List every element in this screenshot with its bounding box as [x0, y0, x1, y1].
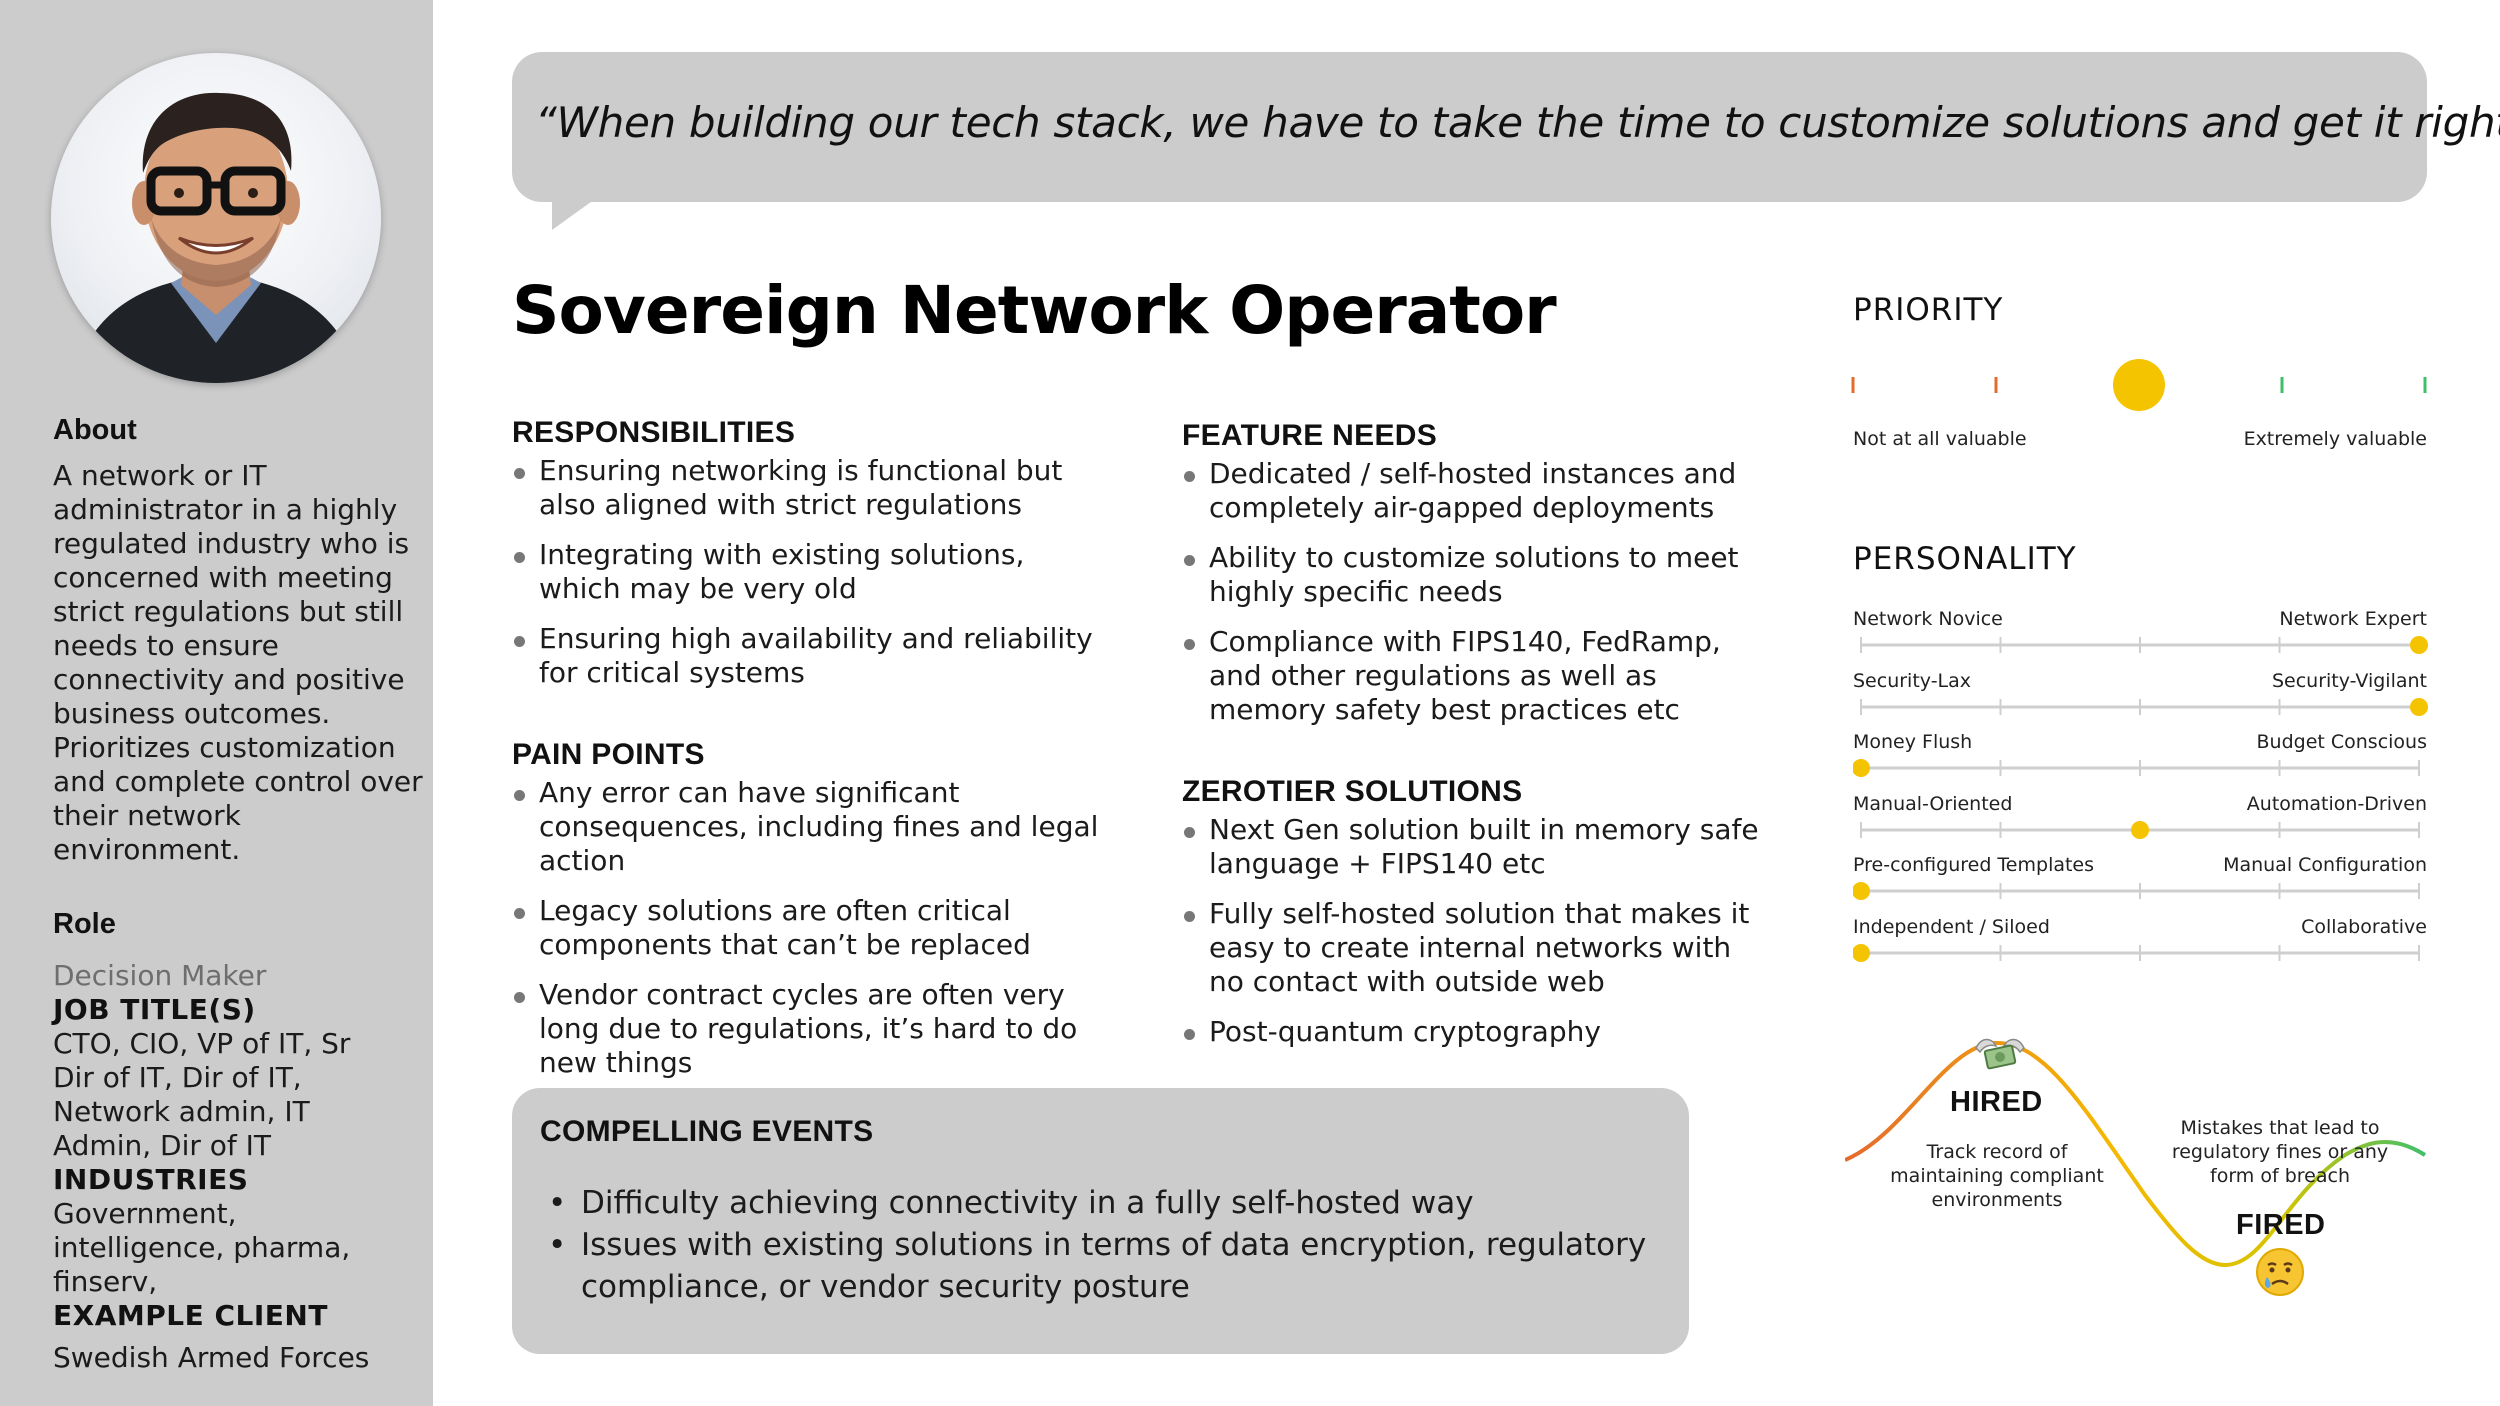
job-titles-label: JOB TITLE(S)	[53, 993, 256, 1026]
slider-track	[1860, 820, 2420, 839]
slider-marker	[2131, 820, 2149, 839]
personality-slider: Pre-configured Templates Manual Configura…	[1853, 854, 2427, 904]
fired-text: Mistakes that lead to regulatory fines o…	[2171, 1117, 2389, 1187]
slider-right-label: Security-Vigilant	[2271, 669, 2427, 692]
hired-label: HIRED	[1950, 1086, 2043, 1118]
about-section: About A network or IT administrator in a…	[53, 414, 423, 867]
slider-track	[1860, 697, 2428, 716]
quote-bubble	[512, 52, 2427, 202]
money-wings-icon	[1975, 1038, 2025, 1070]
list-item: Post-quantum cryptography	[1182, 1015, 1772, 1049]
list-item: Dedicated / self-hosted instances and co…	[1182, 457, 1772, 525]
industries-value: Government, intelligence, pharma, finser…	[53, 1197, 351, 1298]
list-item: Difficulty achieving connectivity in a f…	[548, 1182, 1658, 1224]
priority-right-label: Extremely valuable	[2243, 428, 2427, 450]
slider-marker	[2410, 636, 2428, 654]
responsibilities-section: RESPONSIBILITIES Ensuring networking is …	[512, 416, 1102, 706]
slider-marker	[2410, 697, 2428, 716]
list-item: Next Gen solution built in memory safe l…	[1182, 813, 1772, 881]
hired-fired-curve	[1845, 1040, 2427, 1268]
zerotier-solutions-section: ZEROTIER SOLUTIONS Next Gen solution bui…	[1182, 775, 1772, 1065]
personality-slider: Network Novice Network Expert	[1853, 608, 2428, 658]
slider-left-label: Network Novice	[1853, 608, 2003, 630]
slider-right-label: Budget Conscious	[2256, 731, 2428, 753]
about-heading: About	[53, 414, 137, 446]
list-item: Fully self-hosted solution that makes it…	[1182, 897, 1772, 999]
role-heading: Role	[53, 908, 116, 940]
slider-track	[1853, 759, 2420, 777]
persona-quote: “When building our tech stack, we have t…	[535, 98, 2500, 147]
list-item: Vendor contract cycles are often very lo…	[512, 978, 1102, 1080]
role-value: Decision Maker	[53, 959, 267, 992]
pain-points-list: Any error can have significant consequen…	[512, 776, 1102, 1080]
list-item: Ensuring high availability and reliabili…	[512, 622, 1102, 690]
role-section: Role Decision Maker JOB TITLE(S) CTO, CI…	[53, 908, 423, 1375]
priority-scale	[1851, 359, 2427, 411]
slider-left-label: Manual-Oriented	[1853, 792, 2013, 815]
priority-marker	[2113, 359, 2165, 411]
industries-label: INDUSTRIES	[53, 1163, 249, 1196]
list-item: Ensuring networking is functional but al…	[512, 454, 1102, 522]
personality-slider: Independent / Siloed Collaborative	[1853, 916, 2427, 966]
pain-points-heading: PAIN POINTS	[512, 738, 705, 771]
pain-points-section: PAIN POINTS Any error can have significa…	[512, 738, 1102, 1096]
job-titles-value: CTO, CIO, VP of IT, Sr Dir of IT, Dir of…	[53, 1027, 351, 1162]
feature-needs-heading: FEATURE NEEDS	[1182, 419, 1438, 452]
slider-left-label: Money Flush	[1853, 731, 1973, 753]
slider-left-label: Security-Lax	[1853, 669, 1972, 692]
list-item: Any error can have significant consequen…	[512, 776, 1102, 878]
list-item: Legacy solutions are often critical comp…	[512, 894, 1102, 962]
responsibilities-list: Ensuring networking is functional but al…	[512, 454, 1102, 690]
slider-marker	[1853, 759, 1870, 777]
slider-right-label: Network Expert	[2279, 608, 2427, 630]
slider-marker	[1853, 882, 1870, 900]
example-client-value: Swedish Armed Forces	[53, 1341, 370, 1374]
feature-needs-section: FEATURE NEEDS Dedicated / self-hosted in…	[1182, 419, 1772, 743]
hired-text: Track record of maintaining compliant en…	[1890, 1141, 2104, 1211]
slider-track	[1853, 943, 2420, 962]
crying-face-icon	[2256, 1248, 2304, 1296]
feature-needs-list: Dedicated / self-hosted instances and co…	[1182, 457, 1772, 727]
responsibilities-heading: RESPONSIBILITIES	[512, 416, 796, 449]
slider-track	[1853, 882, 2420, 900]
zerotier-solutions-heading: ZEROTIER SOLUTIONS	[1182, 775, 1523, 808]
slider-track	[1860, 636, 2428, 654]
list-item: Compliance with FIPS140, FedRamp, and ot…	[1182, 625, 1772, 727]
hired-fired-line	[1845, 1040, 2427, 1268]
slider-right-label: Manual Configuration	[2223, 854, 2427, 876]
personality-slider: Security-Lax Security-Vigilant	[1853, 669, 2428, 720]
priority-heading: PRIORITY	[1853, 292, 2004, 328]
personality-slider: Money Flush Budget Conscious	[1853, 731, 2427, 781]
priority-left-label: Not at all valuable	[1853, 428, 2027, 450]
quote-bubble-tail	[552, 194, 602, 230]
personality-slider: Manual-Oriented Automation-Driven	[1853, 793, 2427, 843]
about-text: A network or IT administrator in a highl…	[53, 459, 423, 866]
list-item: Ability to customize solutions to meet h…	[1182, 541, 1772, 609]
slider-left-label: Pre-configured Templates	[1853, 854, 2095, 876]
slider-right-label: Automation-Driven	[2246, 792, 2427, 815]
personality-heading: PERSONALITY	[1853, 541, 2077, 577]
list-item: Issues with existing solutions in terms …	[548, 1224, 1658, 1308]
persona-title: Sovereign Network Operator	[512, 272, 1557, 349]
compelling-events-heading: COMPELLING EVENTS	[540, 1115, 874, 1148]
persona-avatar	[51, 53, 381, 383]
slider-marker	[1853, 943, 1870, 962]
list-item: Integrating with existing solutions, whi…	[512, 538, 1102, 606]
slider-right-label: Collaborative	[2301, 915, 2427, 938]
zerotier-solutions-list: Next Gen solution built in memory safe l…	[1182, 813, 1772, 1049]
compelling-events-list: Difficulty achieving connectivity in a f…	[548, 1182, 1658, 1308]
fired-label: FIRED	[2236, 1209, 2326, 1241]
slider-left-label: Independent / Siloed	[1853, 915, 2050, 938]
example-client-label: EXAMPLE CLIENT	[53, 1299, 328, 1332]
